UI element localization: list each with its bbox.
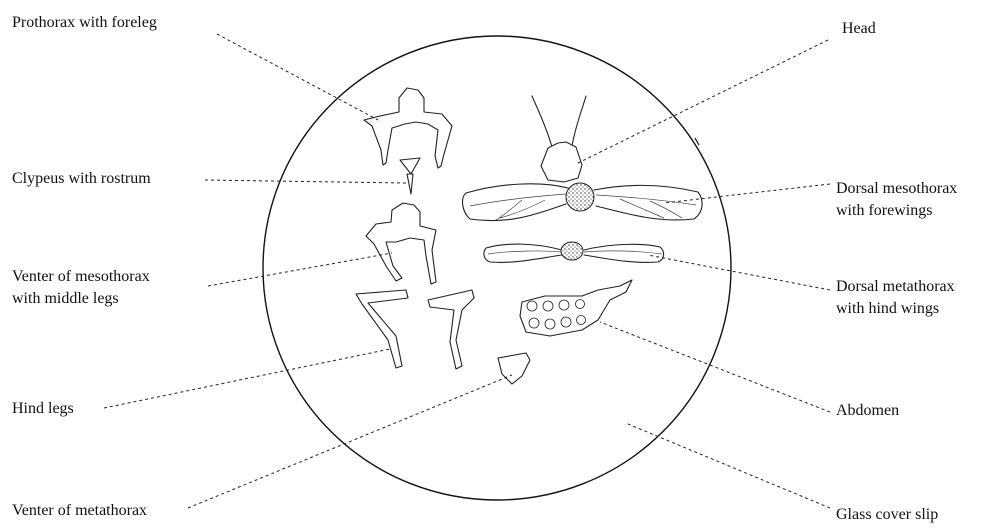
prothorax-with-foreleg-drawing [364,88,452,168]
hind-wings-drawing [484,242,664,262]
hind-legs-drawing [356,290,474,369]
label-mesothorax-venter-line2: with middle legs [12,288,150,310]
label-dorsal-metathorax-line1: Dorsal metathorax [836,276,955,298]
leader-dorsal-metathorax [648,255,830,290]
metathorax-venter-drawing [498,353,530,384]
label-clypeus: Clypeus with rostrum [12,168,151,190]
label-head: Head [842,18,876,40]
label-dorsal-mesothorax-line2: with forewings [836,200,957,222]
forewings-drawing [463,183,703,221]
label-dorsal-metathorax-line2: with hind wings [836,298,955,320]
label-abdomen: Abdomen [836,400,899,422]
mesothorax-venter-drawing [366,203,436,284]
clypeus-with-rostrum-drawing [400,158,420,194]
label-mesothorax-venter-line1: Venter of mesothorax [12,266,150,288]
label-dorsal-metathorax: Dorsal metathorax with hind wings [836,276,955,320]
leader-dorsal-mesothorax [664,184,830,203]
leader-prothorax [217,34,378,120]
glass-cover-slip-circle [263,36,731,500]
leader-clypeus [205,180,406,183]
label-hind-legs: Hind legs [12,398,74,420]
label-dorsal-mesothorax-line1: Dorsal mesothorax [836,178,957,200]
label-metathorax-venter: Venter of metathorax [12,500,147,522]
leader-head [576,40,828,164]
label-cover-slip: Glass cover slip [836,504,938,526]
head-drawing [532,96,586,182]
leader-mesothorax-venter [208,253,392,286]
leader-metathorax-venter [188,375,512,508]
leader-hind-legs [104,349,390,408]
label-dorsal-mesothorax: Dorsal mesothorax with forewings [836,178,957,222]
leader-abdomen [600,322,830,412]
label-prothorax: Prothorax with foreleg [12,12,157,34]
label-mesothorax-venter: Venter of mesothorax with middle legs [12,266,150,310]
